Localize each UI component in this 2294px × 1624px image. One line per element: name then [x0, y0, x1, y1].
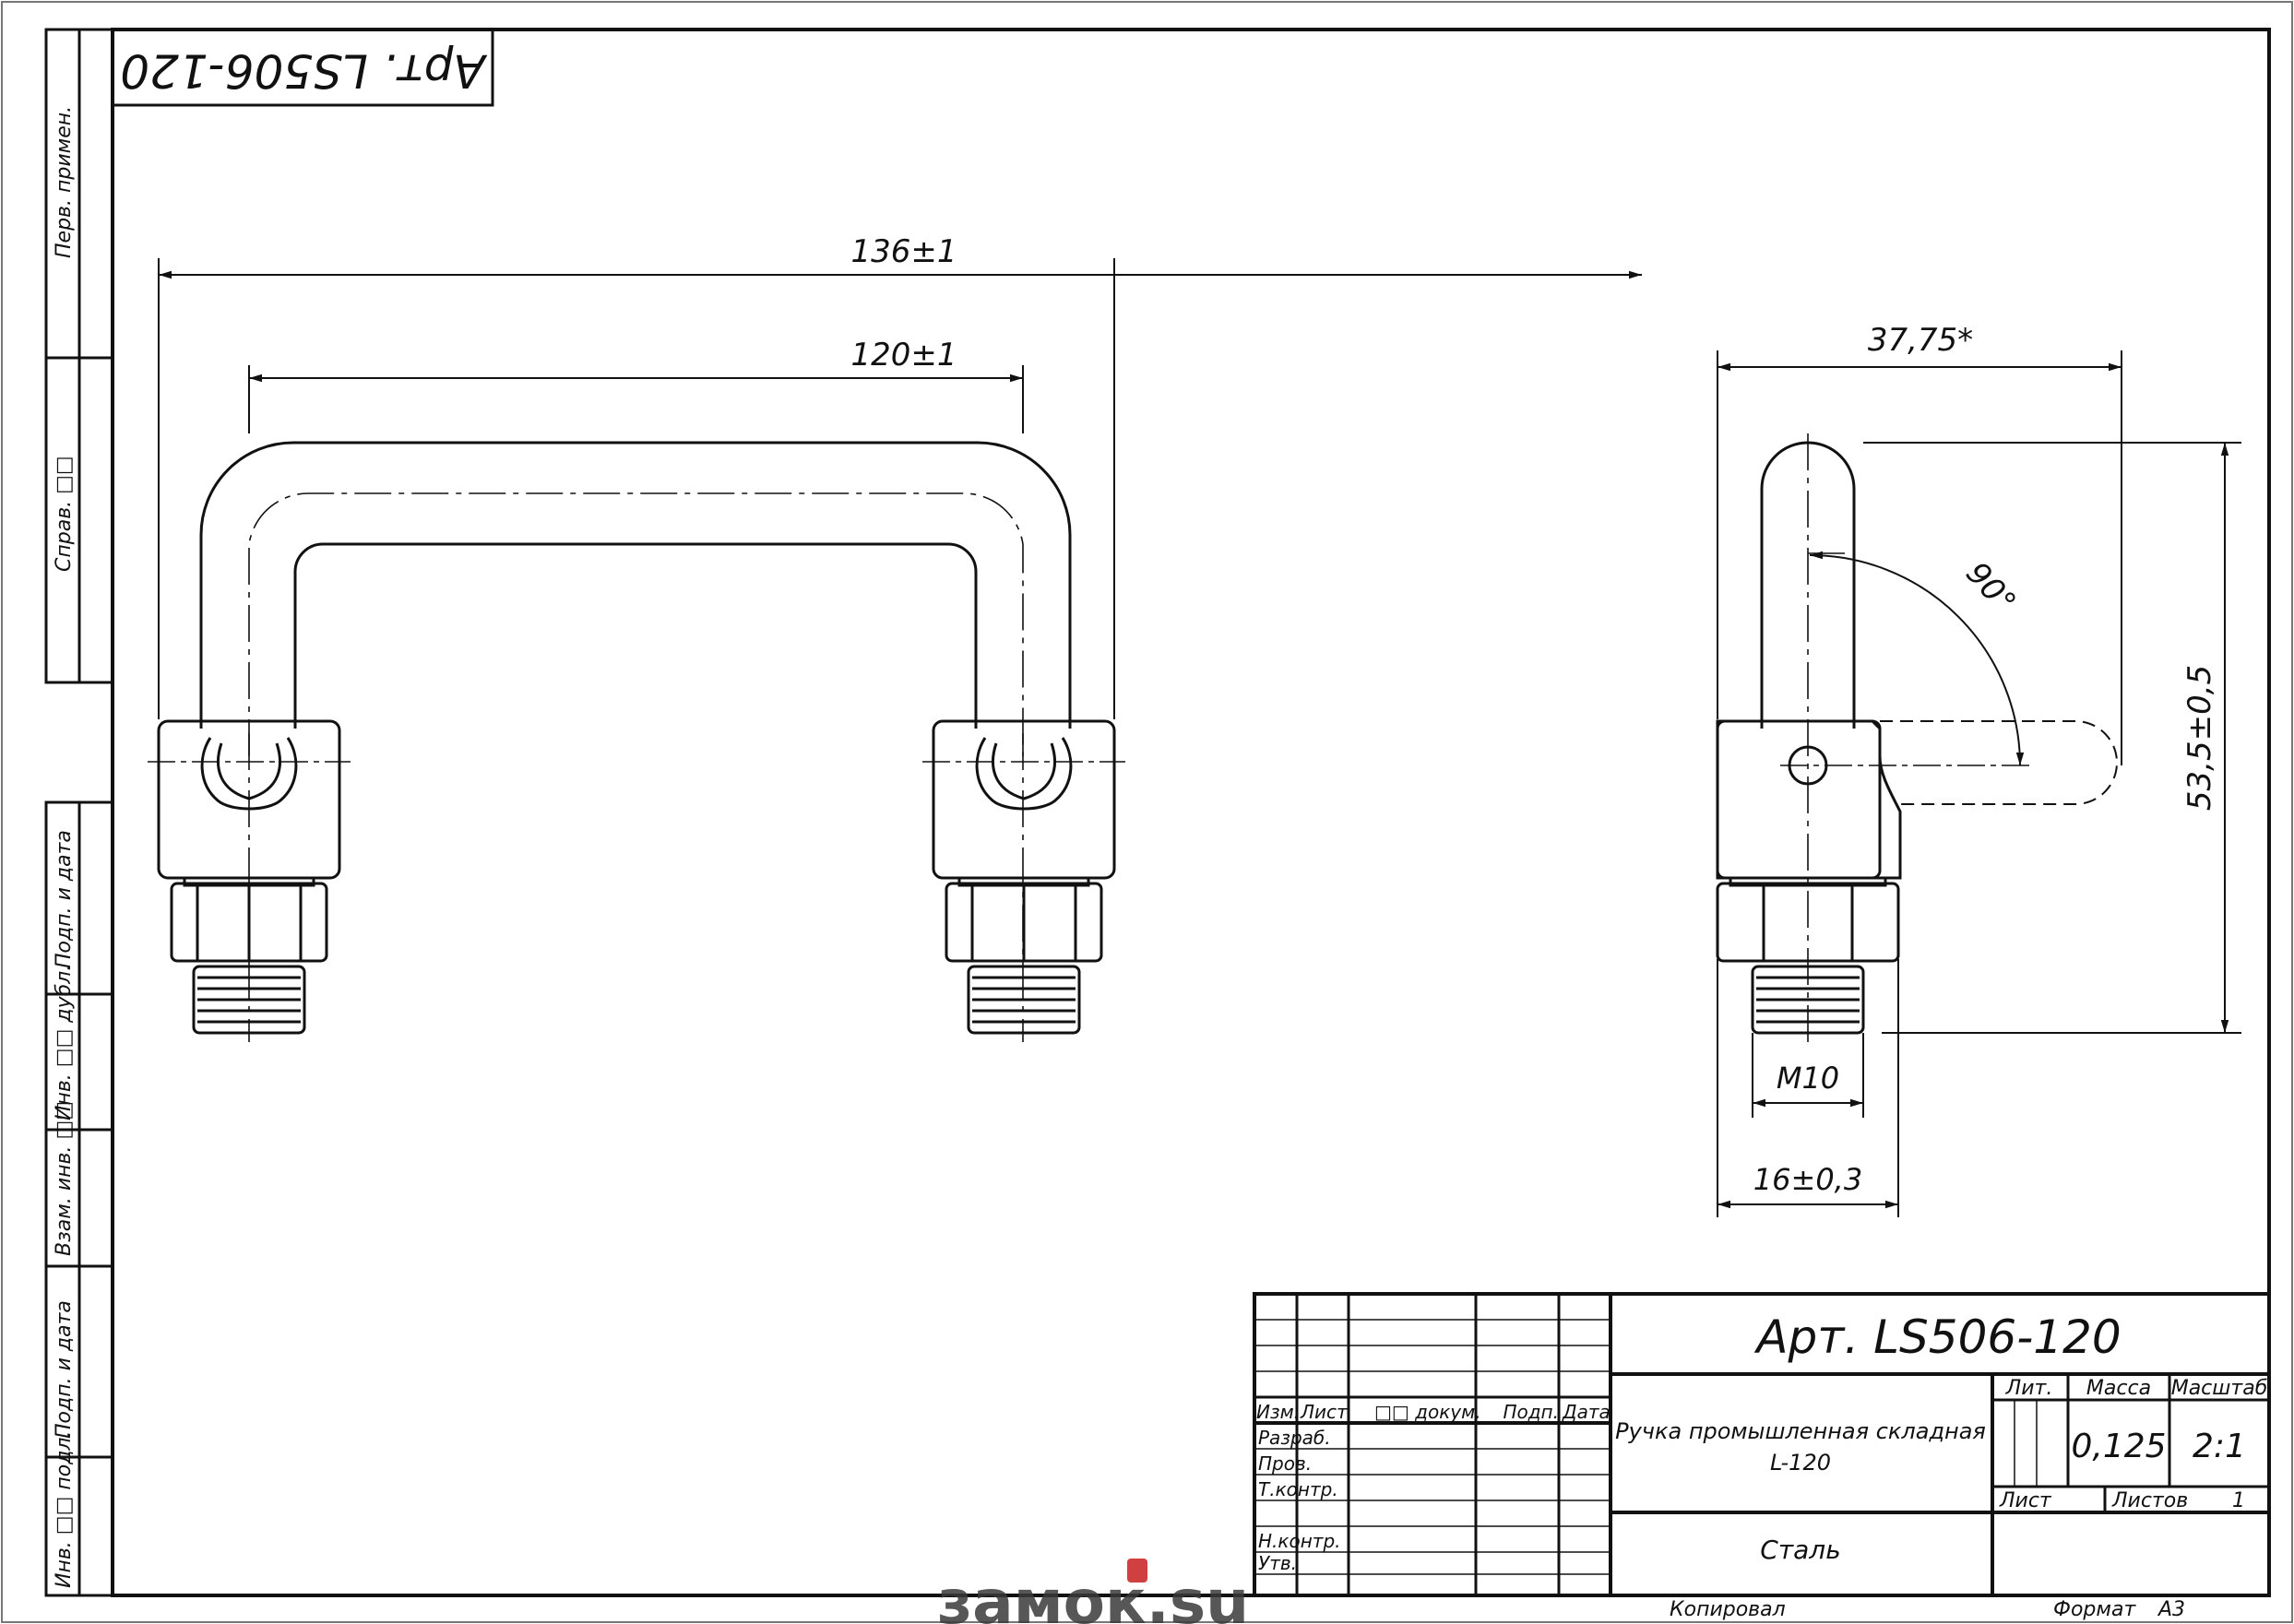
- tb-row-prov: Пров.: [1258, 1452, 1312, 1475]
- left-label-podp-data-1: Подп. и дата: [53, 830, 76, 968]
- tb-kopiroval: Копировал: [1670, 1598, 1786, 1621]
- tb-row-nkontr: Н.контр.: [1258, 1530, 1341, 1552]
- tb-masshtab-label: Масштаб: [2171, 1377, 2268, 1400]
- tb-sheets-value: 1: [2232, 1489, 2245, 1512]
- tb-col-data: Дата: [1562, 1401, 1611, 1423]
- watermark-logo: замок.su: [937, 1559, 1249, 1624]
- dim-center-distance: 120±1: [850, 337, 957, 373]
- tb-col-list: Лист: [1300, 1401, 1349, 1423]
- tb-col-izm: Изм.: [1256, 1401, 1300, 1423]
- dim-angle: 90°: [1958, 555, 2023, 622]
- tb-name-line2: L-120: [1770, 1450, 1831, 1476]
- top-stamp-box: [111, 28, 494, 107]
- left-label-inv-dubl: Инв. □□ дубл.: [53, 965, 76, 1120]
- tb-row-utv: Утв.: [1258, 1552, 1297, 1574]
- tb-name-line1: Ручка промышленная складная: [1615, 1418, 1986, 1444]
- left-strip: [44, 28, 114, 1597]
- front-view: [148, 441, 1125, 1042]
- dim-height: 53,5±0,5: [2181, 665, 2218, 811]
- side-dimensions: [1717, 350, 2241, 1217]
- left-label-vzam-inv: Взам. инв. □□: [53, 1101, 76, 1256]
- tb-lit-label: Лит.: [2005, 1377, 2053, 1400]
- front-dimensions: [158, 258, 1642, 719]
- left-label-inv-podl: Инв. □□ подл.: [53, 1431, 76, 1588]
- left-label-podp-data-2: Подп. и дата: [53, 1300, 76, 1439]
- dim-thread: M10: [1777, 1061, 1839, 1096]
- left-label-sprav: Справ. □□: [53, 456, 76, 572]
- tb-masshtab-value: 2:1: [2193, 1428, 2246, 1465]
- tb-row-tkontr: Т.контр.: [1258, 1478, 1338, 1500]
- dim-side-width: 37,75*: [1868, 322, 1973, 359]
- tb-row-razrab: Разраб.: [1258, 1427, 1331, 1449]
- tb-sheet-label: Лист: [1999, 1489, 2052, 1512]
- dim-base-width: 16±0,3: [1753, 1162, 1862, 1197]
- tb-format-label: Формат: [2053, 1598, 2136, 1621]
- tb-massa-label: Масса: [2086, 1377, 2151, 1400]
- tb-sheets-label: Листов: [2111, 1489, 2188, 1512]
- tb-col-podp: Подп.: [1503, 1401, 1559, 1423]
- title-block: [1253, 1292, 2271, 1597]
- tb-material: Сталь: [1760, 1535, 1840, 1565]
- watermark-text: замок.su: [937, 1567, 1249, 1624]
- left-label-perv-primen: Перв. примен.: [53, 106, 76, 258]
- side-view: [1716, 433, 2118, 1042]
- tb-col-doc: □□ докум.: [1374, 1401, 1481, 1423]
- top-stamp-text: Арт. LS506-120: [120, 44, 487, 98]
- tb-format-value: А3: [2157, 1598, 2185, 1621]
- tb-massa-value: 0,125: [2071, 1428, 2166, 1465]
- dim-overall-length: 136±1: [850, 233, 957, 270]
- tb-article: Арт. LS506-120: [1753, 1310, 2121, 1364]
